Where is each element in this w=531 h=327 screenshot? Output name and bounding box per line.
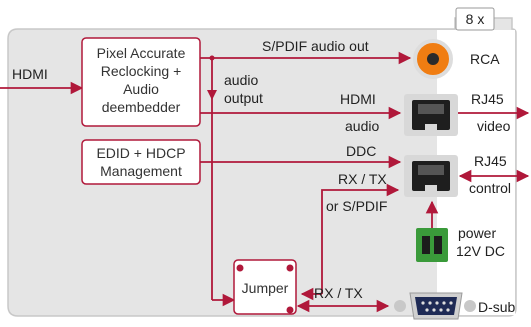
relocking-line-2: Reclocking +: [101, 63, 182, 79]
jumper-pin-br: [286, 306, 294, 314]
hdmi-audio-label: audio: [345, 118, 379, 134]
rca-center: [427, 53, 439, 65]
rxtx-spdif-path: [321, 183, 400, 294]
jumper-label: Jumper: [242, 280, 289, 296]
rj45-control-label: RJ45: [474, 153, 507, 169]
junction-dot-1: [209, 55, 215, 61]
multiplier-tab: [455, 7, 495, 31]
input-hdmi-label: HDMI: [12, 66, 48, 82]
jumper-block: [233, 259, 297, 315]
audio-output-line-1: audio: [224, 72, 258, 88]
ddc-label: DDC: [346, 143, 376, 159]
control-label: control: [469, 180, 511, 196]
dsub-label: D-sub: [478, 299, 516, 315]
relocking-block: [81, 37, 201, 127]
relocking-line-1: Pixel Accurate: [97, 45, 186, 61]
edid-line-1: EDID + HDCP: [96, 145, 185, 161]
rxtx-spdif-line-1: RX / TX: [338, 171, 387, 187]
rxtx-bottom-label: RX / TX: [314, 285, 363, 301]
relocking-line-3: Audio: [123, 81, 159, 97]
rj45-video-label: RJ45: [471, 91, 504, 107]
edid-line-2: Management: [100, 163, 182, 179]
audio-down-arrowhead: [207, 90, 217, 100]
dsub-connector-icon: [394, 292, 476, 320]
multiplier-label: 8 x: [466, 11, 485, 27]
jumper-pin-tl: [236, 264, 244, 272]
power-label-line-1: power: [458, 225, 496, 241]
rj45-video-icon: [404, 94, 458, 136]
relocking-line-4: deembedder: [102, 99, 181, 115]
rca-label: RCA: [470, 51, 500, 67]
audio-output-line-2: output: [224, 90, 263, 106]
video-label: video: [477, 118, 511, 134]
power-terminal-icon: [416, 228, 448, 262]
rj45-control-icon: [404, 155, 458, 197]
rxtx-spdif-line-2: or S/PDIF: [326, 198, 387, 214]
spdif-audio-out-label: S/PDIF audio out: [262, 38, 369, 54]
power-label-line-2: 12V DC: [456, 243, 505, 259]
jumper-pin-tr: [286, 264, 294, 272]
hdmi-out-label: HDMI: [340, 91, 376, 107]
